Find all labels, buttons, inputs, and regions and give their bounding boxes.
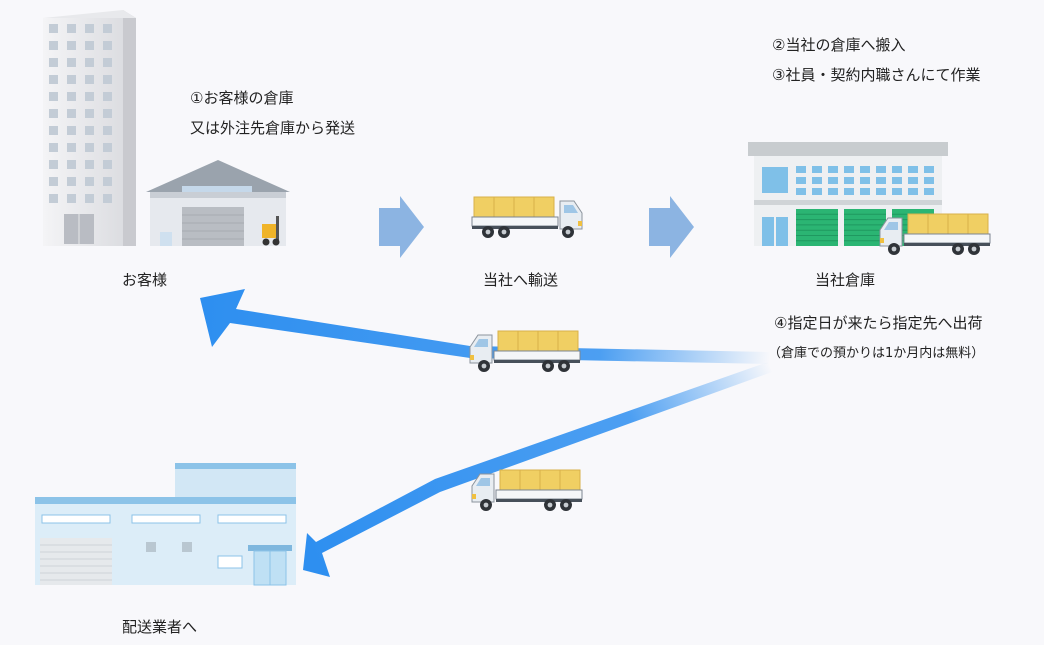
step3-text: ③社員・契約内職さんにて作業 (772, 66, 981, 84)
step1-text-line1: ①お客様の倉庫 (190, 89, 294, 107)
truck-icon-transport (471, 196, 583, 238)
transport-label: 当社へ輸送 (483, 271, 559, 289)
truck-icon-to-delivery (471, 469, 583, 511)
our-warehouse-label: 当社倉庫 (815, 271, 876, 289)
step4-text: ④指定日が来たら指定先へ出荷 (774, 314, 983, 332)
truck-icon-at-warehouse (879, 213, 991, 255)
step-arrow-1 (379, 196, 424, 258)
customer-tower (43, 10, 136, 246)
customer-label: お客様 (122, 271, 168, 289)
delivery-company-label: 配送業者へ (122, 618, 198, 636)
truck-icon-to-customer (469, 330, 581, 372)
customer-warehouse (146, 160, 290, 246)
step2-text: ②当社の倉庫へ搬入 (772, 36, 906, 54)
flow-arrow-to-delivery (303, 362, 772, 577)
step-arrow-2 (649, 196, 694, 258)
step4-note: （倉庫での預かりは1か月内は無料） (768, 346, 985, 361)
delivery-building (35, 463, 296, 586)
forklift-icon (262, 216, 280, 246)
step1-text-line2: 又は外注先倉庫から発送 (190, 119, 356, 137)
